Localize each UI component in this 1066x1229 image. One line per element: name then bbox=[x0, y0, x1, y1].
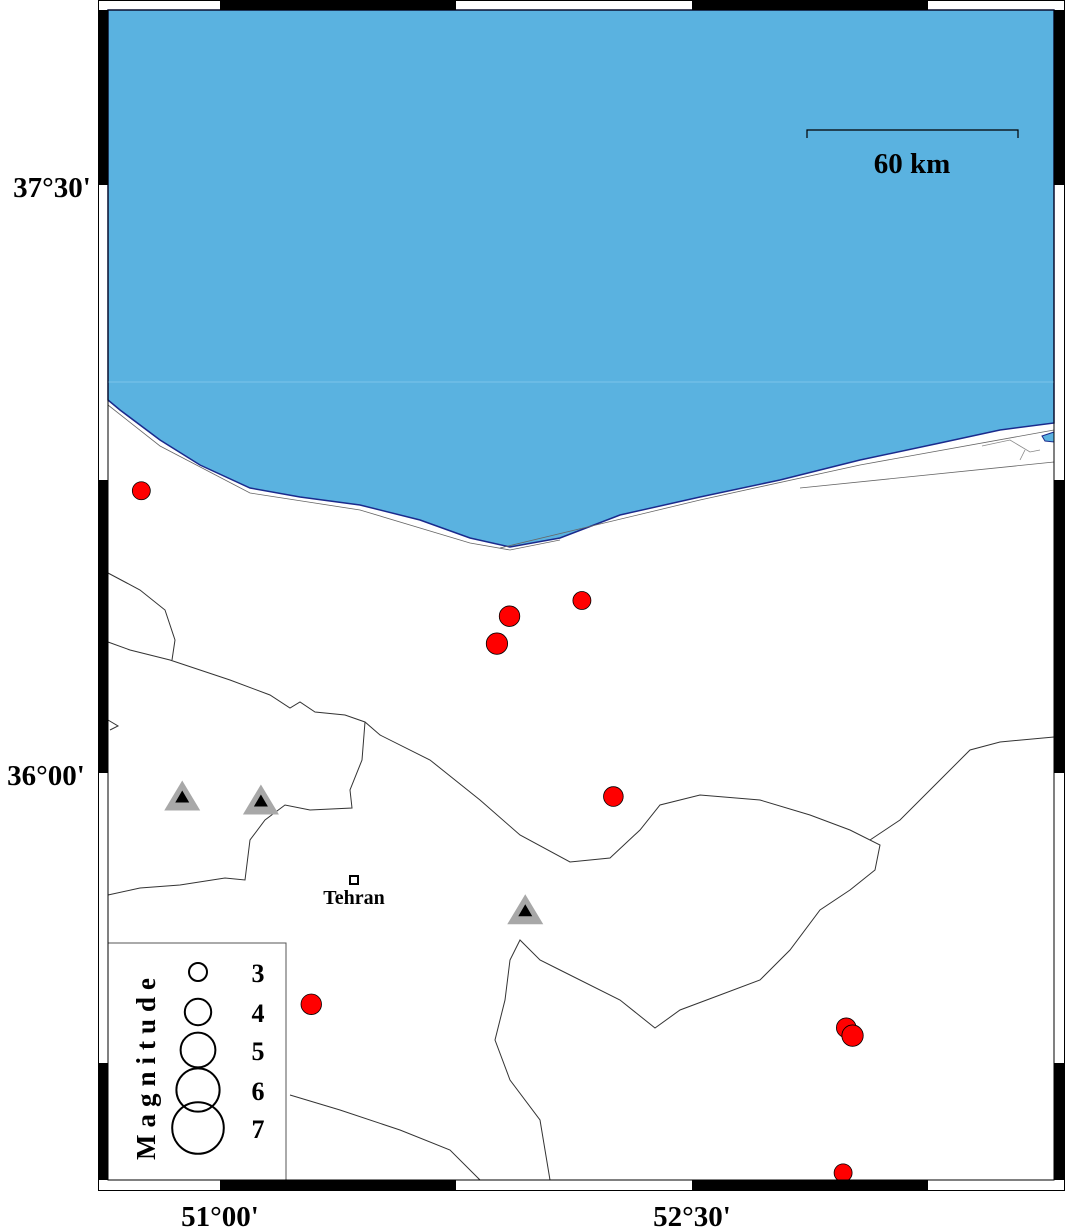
legend-label: 4 bbox=[252, 999, 265, 1028]
legend-circle-mag-3 bbox=[188, 962, 208, 982]
station-triangle-icon bbox=[507, 894, 544, 925]
lon-label-52-30: 52°30' bbox=[653, 1201, 731, 1229]
legend-entries: 3 4 5 6 7 bbox=[171, 959, 265, 1155]
coastline-secondary bbox=[107, 404, 1055, 551]
province-boundaries bbox=[107, 572, 1055, 1181]
earthquake-event-1 bbox=[498, 605, 521, 627]
legend-circle-mag-4 bbox=[183, 997, 213, 1027]
lat-label-36-00: 36°00' bbox=[7, 760, 85, 792]
scale-bar bbox=[806, 129, 1019, 138]
earthquake-event-2 bbox=[572, 591, 592, 610]
scale-bar-label: 60 km bbox=[874, 148, 951, 180]
legend-circle-mag-7 bbox=[171, 1101, 225, 1155]
city-label-tehran: Tehran bbox=[323, 887, 385, 909]
legend-label: 7 bbox=[252, 1115, 265, 1144]
legend-label: 6 bbox=[252, 1077, 265, 1106]
caspian-sea bbox=[107, 9, 1055, 548]
legend-title: Magnitude bbox=[131, 971, 161, 1160]
legend-label: 5 bbox=[252, 1037, 265, 1066]
earthquake-event-8 bbox=[833, 1163, 853, 1183]
legend-label: 3 bbox=[252, 959, 265, 988]
legend-box bbox=[107, 942, 287, 1181]
seismic-stations bbox=[164, 780, 544, 925]
station-triangle-icon bbox=[164, 780, 201, 811]
earthquake-event-7 bbox=[841, 1024, 864, 1047]
map-frame bbox=[98, 0, 1065, 1191]
earthquake-events bbox=[131, 481, 864, 1183]
earthquake-event-5 bbox=[300, 993, 322, 1015]
coast-detail bbox=[981, 439, 1041, 461]
station-triangle-icon bbox=[242, 784, 279, 815]
earthquake-event-3 bbox=[485, 632, 509, 655]
lon-label-51-00: 51°00' bbox=[181, 1201, 259, 1229]
earthquake-event-4 bbox=[603, 786, 624, 807]
earthquake-event-0 bbox=[131, 481, 151, 501]
tehran-marker-icon bbox=[349, 875, 359, 885]
lagoon bbox=[1041, 431, 1055, 443]
lat-label-37-30: 37°30' bbox=[13, 172, 91, 204]
legend-circle-mag-6 bbox=[175, 1067, 221, 1113]
